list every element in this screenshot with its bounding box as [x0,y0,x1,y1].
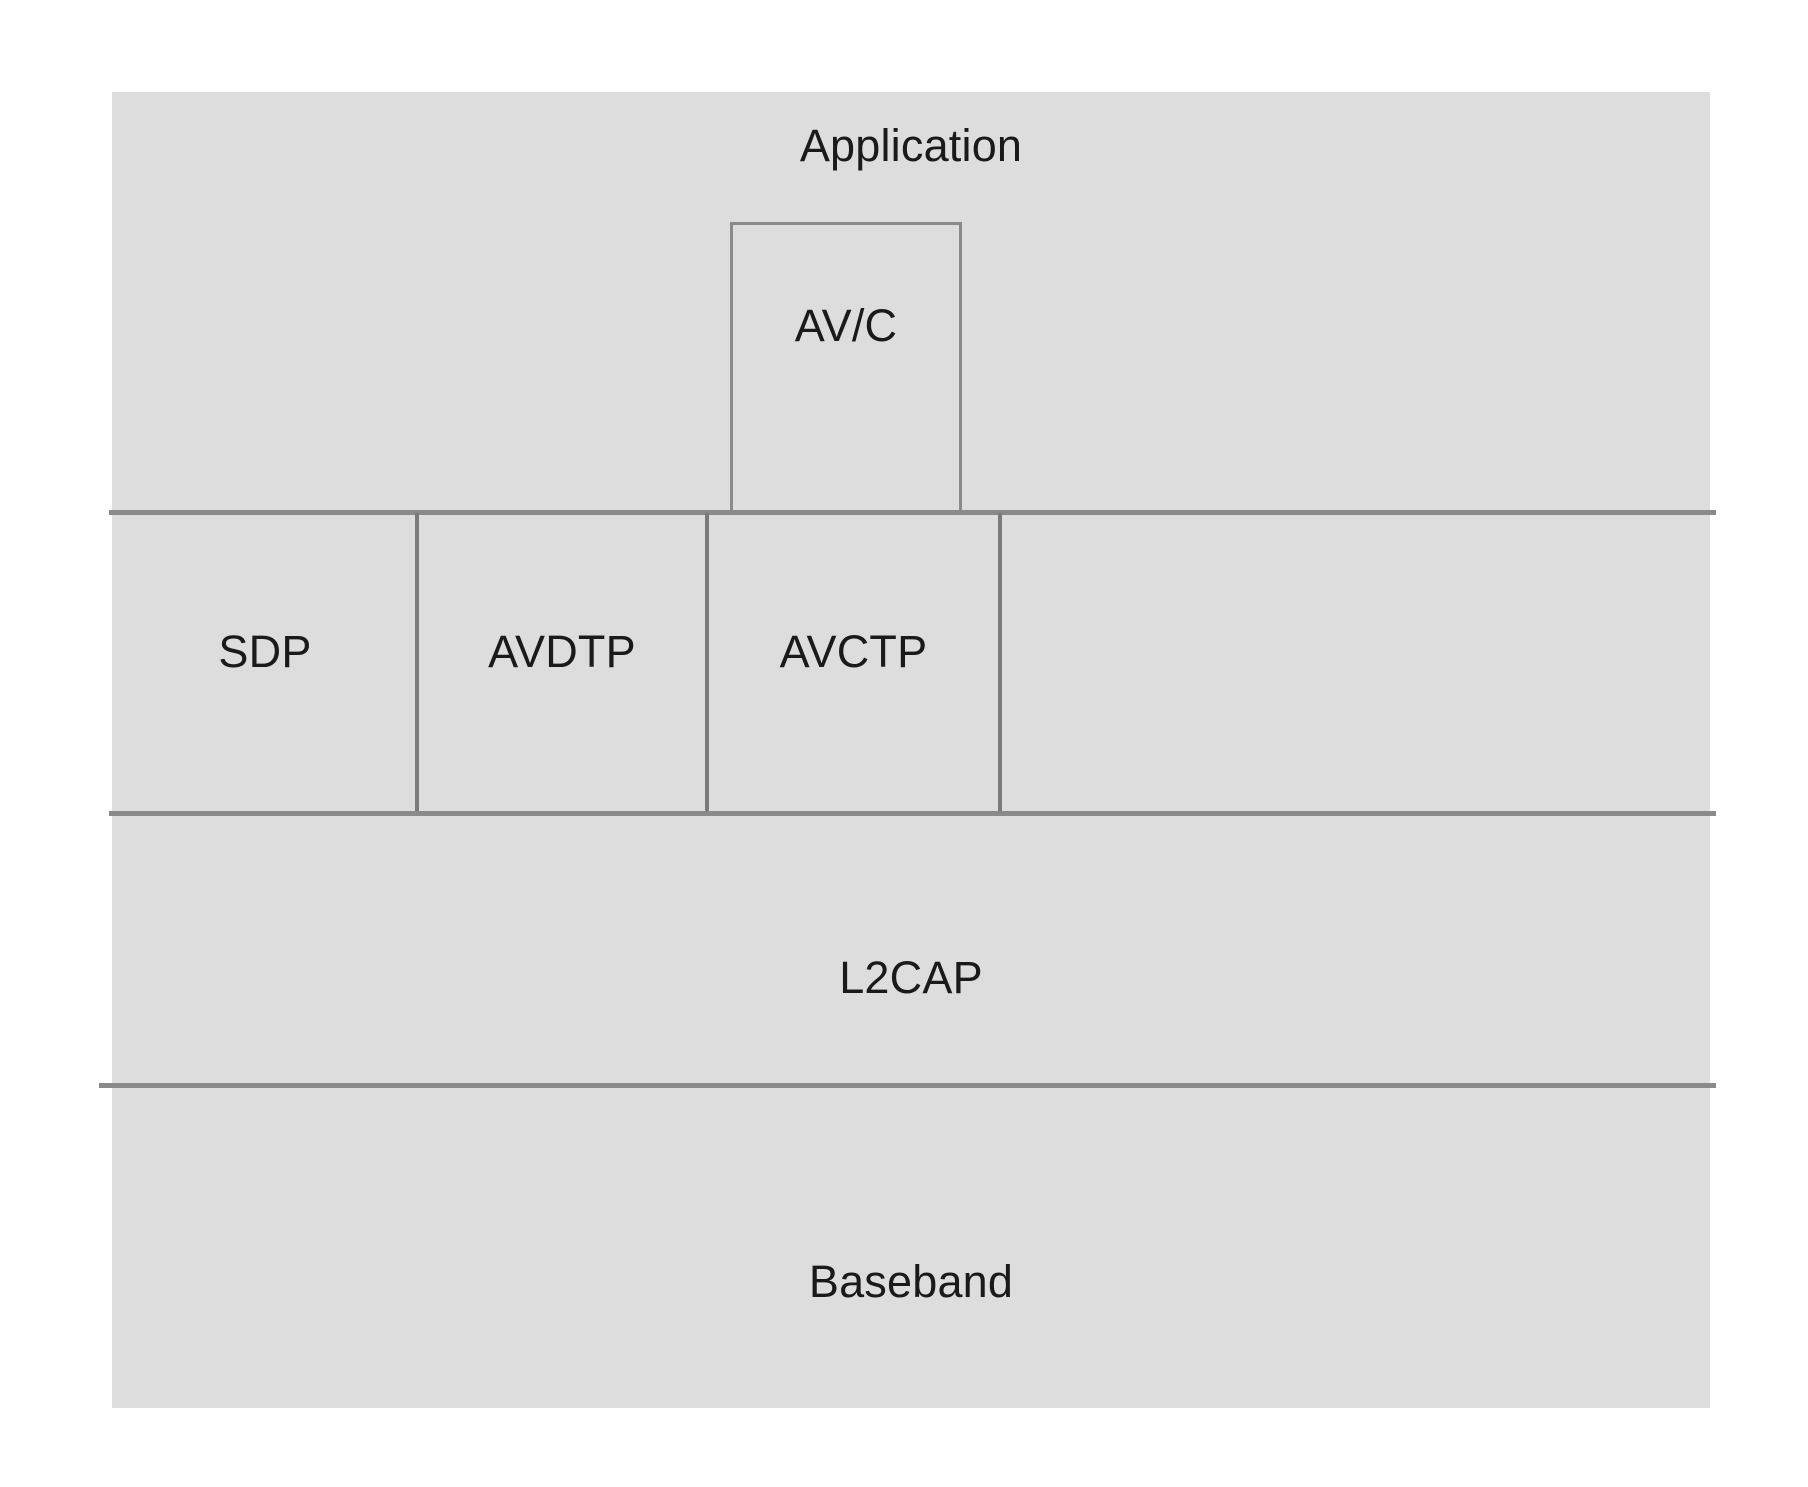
column-separator-avdtp-avctp [705,513,709,813]
separator-l2cap-baseband [99,1083,1716,1088]
block-label-sdp: SDP [218,626,312,677]
layer-label-baseband: Baseband [808,1256,1014,1307]
layer-label-l2cap: L2CAP [839,952,983,1003]
layer-l2cap [112,816,1710,1085]
block-label-avctp: AVCTP [779,626,928,677]
block-label-avc: AV/C [794,300,898,351]
layer-label-application: Application [799,120,1023,171]
protocol-stack-container: Application AV/C SDP AVDTP AVCTP L2CAP B… [99,92,1716,1408]
separator-protocols-l2cap [109,811,1716,816]
separator-application-protocols [109,510,1716,515]
block-avc: AV/C [730,222,962,516]
column-separator-sdp-avdtp [415,513,419,813]
layer-baseband [112,1088,1710,1408]
block-label-avdtp: AVDTP [488,626,636,677]
column-separator-avctp-empty [998,513,1002,813]
layer-protocols [112,515,1710,813]
